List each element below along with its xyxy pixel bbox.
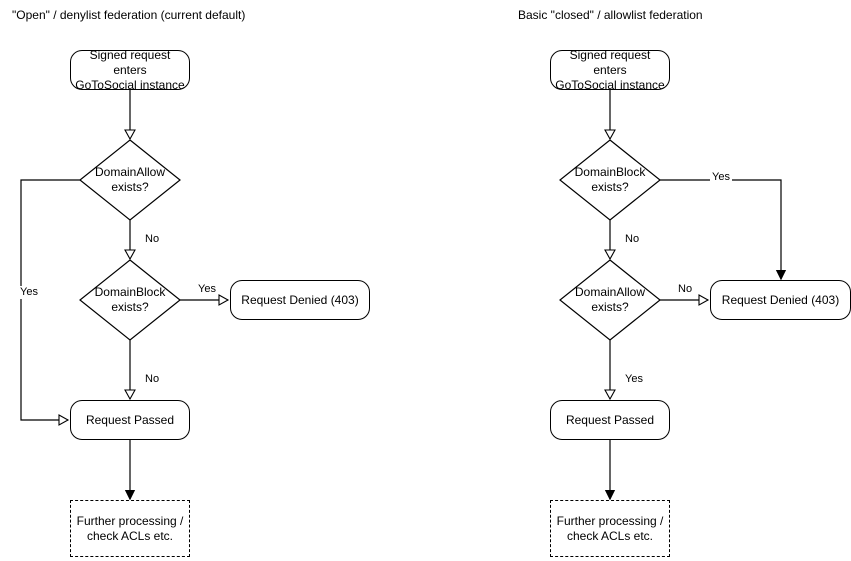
panel-title-closed-federation: Basic "closed" / allowlist federation bbox=[518, 8, 703, 22]
node-right-request-passed[interactable]: Request Passed bbox=[550, 400, 670, 440]
node-left-request-denied[interactable]: Request Denied (403) bbox=[230, 280, 370, 320]
node-left-entry[interactable]: Signed request enters GoToSocial instanc… bbox=[70, 47, 190, 92]
node-left-request-passed-label: Request Passed bbox=[85, 412, 175, 427]
edge-label-left-block-no: No bbox=[143, 373, 162, 386]
node-right-request-denied[interactable]: Request Denied (403) bbox=[710, 280, 851, 320]
node-right-further-processing[interactable]: Further processing / check ACLs etc. bbox=[550, 500, 670, 557]
node-left-request-passed[interactable]: Request Passed bbox=[70, 400, 190, 440]
node-left-entry-label: Signed request enters GoToSocial instanc… bbox=[75, 47, 185, 92]
node-left-request-denied-label: Request Denied (403) bbox=[241, 292, 359, 307]
decision-left-domain-block bbox=[79, 259, 181, 341]
edge-label-right-allow-no: No bbox=[676, 283, 695, 296]
node-right-entry[interactable]: Signed request enters GoToSocial instanc… bbox=[550, 47, 670, 92]
edge-label-left-block-yes: Yes bbox=[196, 283, 218, 296]
edge-label-left-allow-yes: Yes bbox=[18, 286, 40, 299]
edge-label-right-block-yes: Yes bbox=[710, 171, 732, 184]
edge-label-right-allow-yes: Yes bbox=[623, 373, 645, 386]
node-left-further-processing[interactable]: Further processing / check ACLs etc. bbox=[70, 500, 190, 557]
edge-left-allow-yes bbox=[20, 179, 80, 426]
node-right-entry-label: Signed request enters GoToSocial instanc… bbox=[555, 47, 665, 92]
node-right-request-denied-label: Request Denied (403) bbox=[721, 292, 840, 307]
panel-title-open-federation: "Open" / denylist federation (current de… bbox=[12, 8, 246, 22]
decision-right-domain-block bbox=[559, 139, 661, 221]
node-right-request-passed-label: Request Passed bbox=[565, 412, 655, 427]
edge-label-right-block-no: No bbox=[623, 233, 642, 246]
decision-left-domain-allow bbox=[79, 139, 181, 221]
node-left-further-processing-label: Further processing / check ACLs etc. bbox=[76, 513, 184, 543]
edge-right-block-yes bbox=[660, 179, 781, 279]
node-right-further-processing-label: Further processing / check ACLs etc. bbox=[556, 513, 664, 543]
decision-right-domain-allow bbox=[559, 259, 661, 341]
edge-label-left-allow-no: No bbox=[143, 233, 162, 246]
